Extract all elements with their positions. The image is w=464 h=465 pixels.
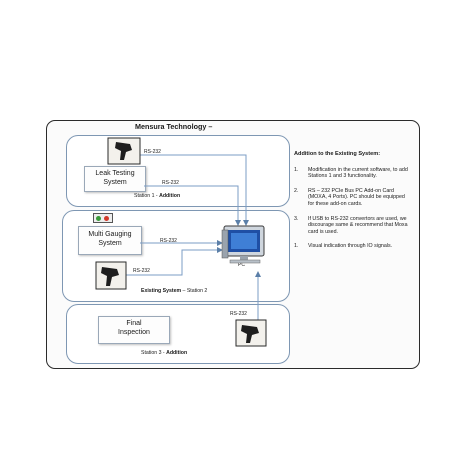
station-2-caption: Existing System – Station 2 xyxy=(141,288,207,294)
note-number: 3. xyxy=(294,215,299,222)
final-inspection-line-2: Inspection xyxy=(118,329,150,336)
station-2-caption-rest: – Station 2 xyxy=(181,288,208,294)
station-2-barcode-scanner-icon xyxy=(95,261,127,290)
note-text: Visual indication through IO signals. xyxy=(308,243,393,250)
station-2-scanner-rs232-label: RS-232 xyxy=(133,268,150,274)
note-number: 2. xyxy=(294,187,299,194)
note-number: 1. xyxy=(294,243,299,250)
station-3-barcode-scanner-icon xyxy=(235,319,267,347)
station-1-box-wire xyxy=(144,185,241,226)
note-text: If USB to RS-232 convertors are used, we… xyxy=(308,215,408,235)
red-indicator-light xyxy=(104,215,109,221)
note-number: 1. xyxy=(294,166,299,173)
note-text: Modification in the current software, to… xyxy=(308,166,408,180)
status-indicator-panel xyxy=(93,213,113,223)
station-1-caption: Station 1 - Addition xyxy=(134,193,180,199)
station-3-caption: Station 3 - Addition xyxy=(141,350,187,356)
final-inspection-line-1: Final xyxy=(126,320,142,327)
notes-panel: Addition to the Existing System: 1. Modi… xyxy=(294,151,412,258)
leak-testing-line-1: Leak Testing xyxy=(95,170,135,177)
station-2-box-rs232-label: RS-232 xyxy=(160,238,177,244)
multi-gauging-line-2: System xyxy=(98,240,122,247)
station-3-caption-bold: Addition xyxy=(166,350,188,356)
note-item: 1. Modification in the current software,… xyxy=(294,167,412,180)
station-2-scanner-wire xyxy=(126,247,223,276)
station-1-scanner-rs232-label: RS-232 xyxy=(144,149,161,155)
multi-gauging-line-1: Multi Gauging xyxy=(88,231,132,238)
station-1-barcode-scanner-icon xyxy=(107,137,141,165)
pc-label: PC xyxy=(238,262,245,268)
note-item: 3. If USB to RS-232 convertors are used,… xyxy=(294,216,412,236)
leak-testing-system-box: Leak Testing System xyxy=(84,166,146,192)
station-3-caption-main: Station 3 - xyxy=(141,350,167,356)
note-item: 2. RS – 232 PCIe Bus PC Add-on Card (MOX… xyxy=(294,188,412,208)
station-3-scanner-rs232-label: RS-232 xyxy=(230,311,247,317)
station-2-caption-main: Existing System xyxy=(141,288,182,294)
diagram-title: Mensura Technology – xyxy=(135,122,213,131)
note-item: 1. Visual indication through IO signals. xyxy=(294,243,412,250)
station-1-caption-main: Station 1 - xyxy=(134,193,160,199)
note-text: RS – 232 PCIe Bus PC Add-on Card (MOXA, … xyxy=(308,187,405,207)
green-indicator-light xyxy=(96,215,101,221)
station-1-scanner-wire xyxy=(140,154,249,226)
pc-computer-icon xyxy=(221,225,265,264)
station-1-box-rs232-label: RS-232 xyxy=(162,180,179,186)
leak-testing-line-2: System xyxy=(103,179,127,186)
notes-heading: Addition to the Existing System: xyxy=(294,151,381,157)
final-inspection-box: Final Inspection xyxy=(98,316,170,344)
multi-gauging-system-box: Multi Gauging System xyxy=(78,226,142,255)
station-1-caption-bold: Addition xyxy=(159,193,181,199)
